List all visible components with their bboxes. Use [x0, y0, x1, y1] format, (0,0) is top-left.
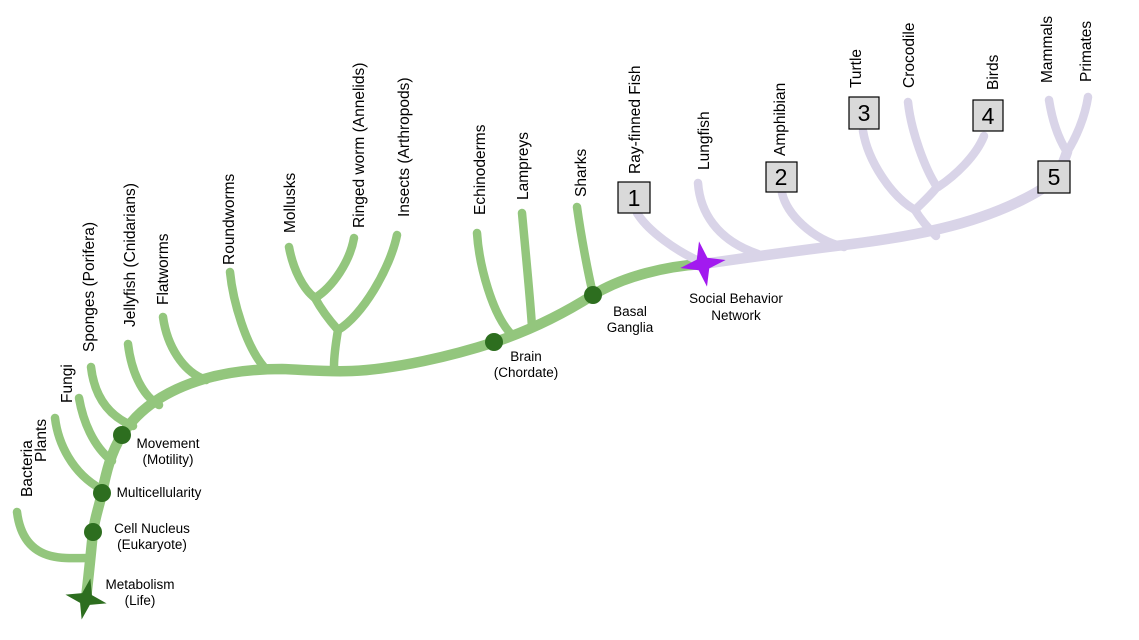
tip-label-primates: Primates: [1078, 21, 1095, 82]
marker-box-1: [617, 181, 651, 214]
marker-box-3: [848, 96, 880, 130]
marker-box-5: [1037, 160, 1071, 194]
branch-jellyfish: [123, 339, 164, 410]
branch-mollusks: [284, 242, 320, 303]
label-metabolism-line1: Metabolism: [105, 577, 174, 592]
stem-archosaur: [910, 182, 942, 215]
marker-number-3: 3: [858, 100, 871, 126]
lavender-clade: [632, 92, 1093, 270]
branch-lampreys: [517, 208, 537, 332]
stem-reptile: [910, 205, 941, 241]
label-social-behavior-network-line2: Network: [711, 308, 761, 323]
tip-label-insects: Insects (Arthropods): [396, 77, 413, 217]
label-basal-ganglia-line1: Basal: [613, 304, 647, 319]
label-basal-ganglia-line2: Ganglia: [607, 320, 654, 335]
tip-label-echinoderms: Echinoderms: [472, 124, 489, 215]
branch-lungfish: [693, 178, 763, 259]
tip-label-flatworms: Flatworms: [155, 233, 172, 305]
tip-label-lungfish: Lungfish: [696, 111, 713, 170]
node-dot-multicellularity: [93, 484, 111, 502]
branch-primates: [1062, 92, 1093, 157]
label-cell-nucleus-line2: (Eukaryote): [117, 537, 187, 552]
branch-echinoderms: [472, 228, 518, 341]
branch-sharks: [572, 202, 598, 299]
label-multicellularity: Multicellularity: [117, 485, 202, 500]
branch-birds: [933, 131, 989, 192]
stem-protostome: [329, 325, 343, 371]
label-movement-line1: Movement: [136, 436, 199, 451]
tip-labels: Bacteria Plants Fungi Sponges (Porifera)…: [19, 16, 1095, 497]
tip-label-birds: Birds: [985, 54, 1002, 90]
branch-flatworms: [158, 312, 211, 385]
tip-label-mollusks: Mollusks: [282, 172, 299, 233]
node-dot-brain: [485, 333, 503, 351]
label-movement-line2: (Motility): [143, 452, 194, 467]
milestone-dots: [84, 286, 602, 541]
branch-ringed-worm: [310, 233, 359, 303]
marker-box-4: [972, 99, 1004, 132]
branch-ray-finned-fish: [632, 208, 706, 267]
marker-number-1: 1: [628, 185, 641, 211]
label-cell-nucleus-line1: Cell Nucleus: [114, 521, 190, 536]
branch-amphibian: [777, 188, 849, 252]
marker-boxes: 1 2 3 4 5: [617, 96, 1071, 214]
marker-number-5: 5: [1048, 164, 1061, 190]
branch-mammals: [1044, 95, 1072, 157]
tip-label-sponges: Sponges (Porifera): [81, 222, 98, 352]
tip-label-bacteria: Bacteria: [19, 440, 36, 497]
label-brain-line1: Brain: [510, 349, 542, 364]
node-labels: Metabolism (Life) Cell Nucleus (Eukaryot…: [105, 291, 783, 608]
tip-label-amphibian: Amphibian: [772, 83, 789, 156]
label-metabolism-line2: (Life): [125, 593, 156, 608]
branch-plants: [50, 413, 106, 494]
branch-turtle: [858, 126, 920, 215]
tip-label-jellyfish: Jellyfish (Cnidarians): [122, 183, 139, 327]
tip-label-sharks: Sharks: [573, 149, 590, 197]
label-social-behavior-network-line1: Social Behavior: [689, 291, 783, 306]
social-behavior-network-star-icon: [680, 241, 726, 287]
green-clade: [12, 202, 709, 604]
marker-number-4: 4: [982, 103, 995, 129]
lavender-trunk: [697, 146, 1073, 270]
branch-bacteria: [12, 507, 93, 563]
tip-label-mammals: Mammals: [1039, 16, 1056, 83]
branch-crocodile: [903, 97, 942, 192]
tip-label-turtle: Turtle: [848, 49, 865, 88]
node-dot-movement: [113, 426, 131, 444]
tip-label-ringed-worm: Ringed worm (Annelids): [351, 63, 368, 228]
node-dot-cell-nucleus: [84, 523, 102, 541]
tip-label-lampreys: Lampreys: [515, 132, 532, 200]
tip-label-crocodile: Crocodile: [901, 23, 918, 88]
marker-number-2: 2: [775, 164, 788, 190]
branch-fungi: [74, 393, 117, 466]
label-brain-line2: (Chordate): [494, 365, 559, 380]
metabolism-star-icon: [65, 578, 107, 620]
marker-box-2: [765, 161, 798, 193]
green-trunk: [80, 258, 709, 604]
branch-sponges: [86, 362, 138, 431]
tip-label-plants: Plants: [33, 419, 50, 462]
branch-roundworms: [225, 267, 269, 372]
branch-insects: [333, 230, 402, 335]
tip-label-roundworms: Roundworms: [221, 173, 238, 265]
stem-mollusk-annelid: [310, 293, 343, 335]
node-dot-basal-ganglia: [584, 286, 602, 304]
tip-label-ray-finned-fish: Ray-finned Fish: [627, 65, 644, 174]
tip-label-fungi: Fungi: [59, 364, 76, 403]
